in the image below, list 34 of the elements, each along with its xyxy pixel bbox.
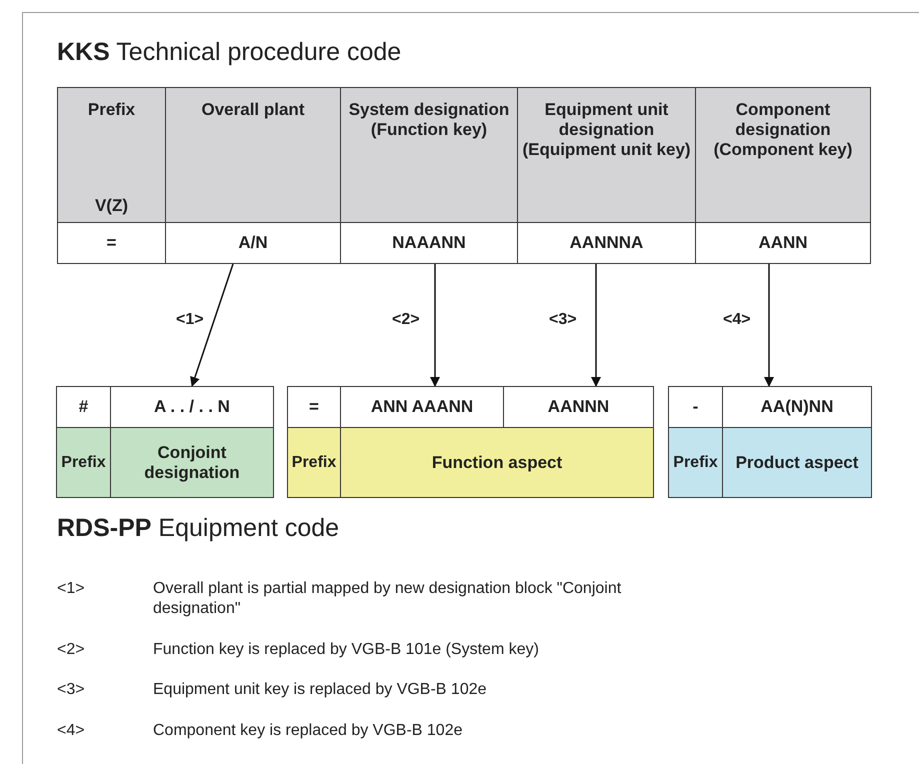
table-cell: AA(N)NN	[722, 386, 872, 428]
note-number: <3>	[57, 680, 85, 700]
arrow	[591, 264, 601, 387]
table-cell: -	[668, 386, 723, 428]
header-cell: Overall plant	[165, 87, 341, 223]
table-cell: Prefix	[287, 427, 341, 498]
header-text: V(Z)	[94, 196, 128, 216]
table-cell: Function aspect	[340, 427, 654, 498]
arrow	[764, 264, 774, 387]
table-cell: Prefix	[668, 427, 723, 498]
note-text: Overall plant is partial mapped by new designation block "Conjoint designation"	[153, 579, 622, 619]
arrow	[430, 264, 440, 387]
section-heading: RDS-PP Equipment code	[57, 514, 340, 543]
header-cell: System designation (Function key)	[340, 87, 518, 223]
header-cell: Component designation (Component key)	[695, 87, 871, 223]
table-cell: AANN	[695, 222, 871, 264]
note-text: Equipment unit key is replaced by VGB-B 102e	[153, 680, 488, 700]
table-cell: #	[56, 386, 111, 428]
header-cell: Equipment unit designation (Equipment unit key)	[517, 87, 696, 223]
table-cell: A . . / . . N	[110, 386, 274, 428]
note-number: <2>	[57, 640, 85, 660]
table-cell: AANNN	[503, 386, 654, 428]
note-number: <4>	[57, 721, 85, 741]
arrow	[190, 264, 234, 387]
note-text: Function key is replaced by VGB-B 101e (System key)	[153, 640, 540, 660]
table-cell: =	[57, 222, 166, 264]
header-text: Prefix	[88, 100, 136, 120]
table-cell: Product aspect	[722, 427, 872, 498]
table-cell: =	[287, 386, 341, 428]
table-cell: Conjoint designation	[110, 427, 274, 498]
note-text: Component key is replaced by VGB-B 102e	[153, 721, 464, 741]
diagram-title: KKS Technical procedure code	[57, 38, 402, 67]
table-cell: Prefix	[56, 427, 111, 498]
note-number: <1>	[57, 579, 85, 599]
